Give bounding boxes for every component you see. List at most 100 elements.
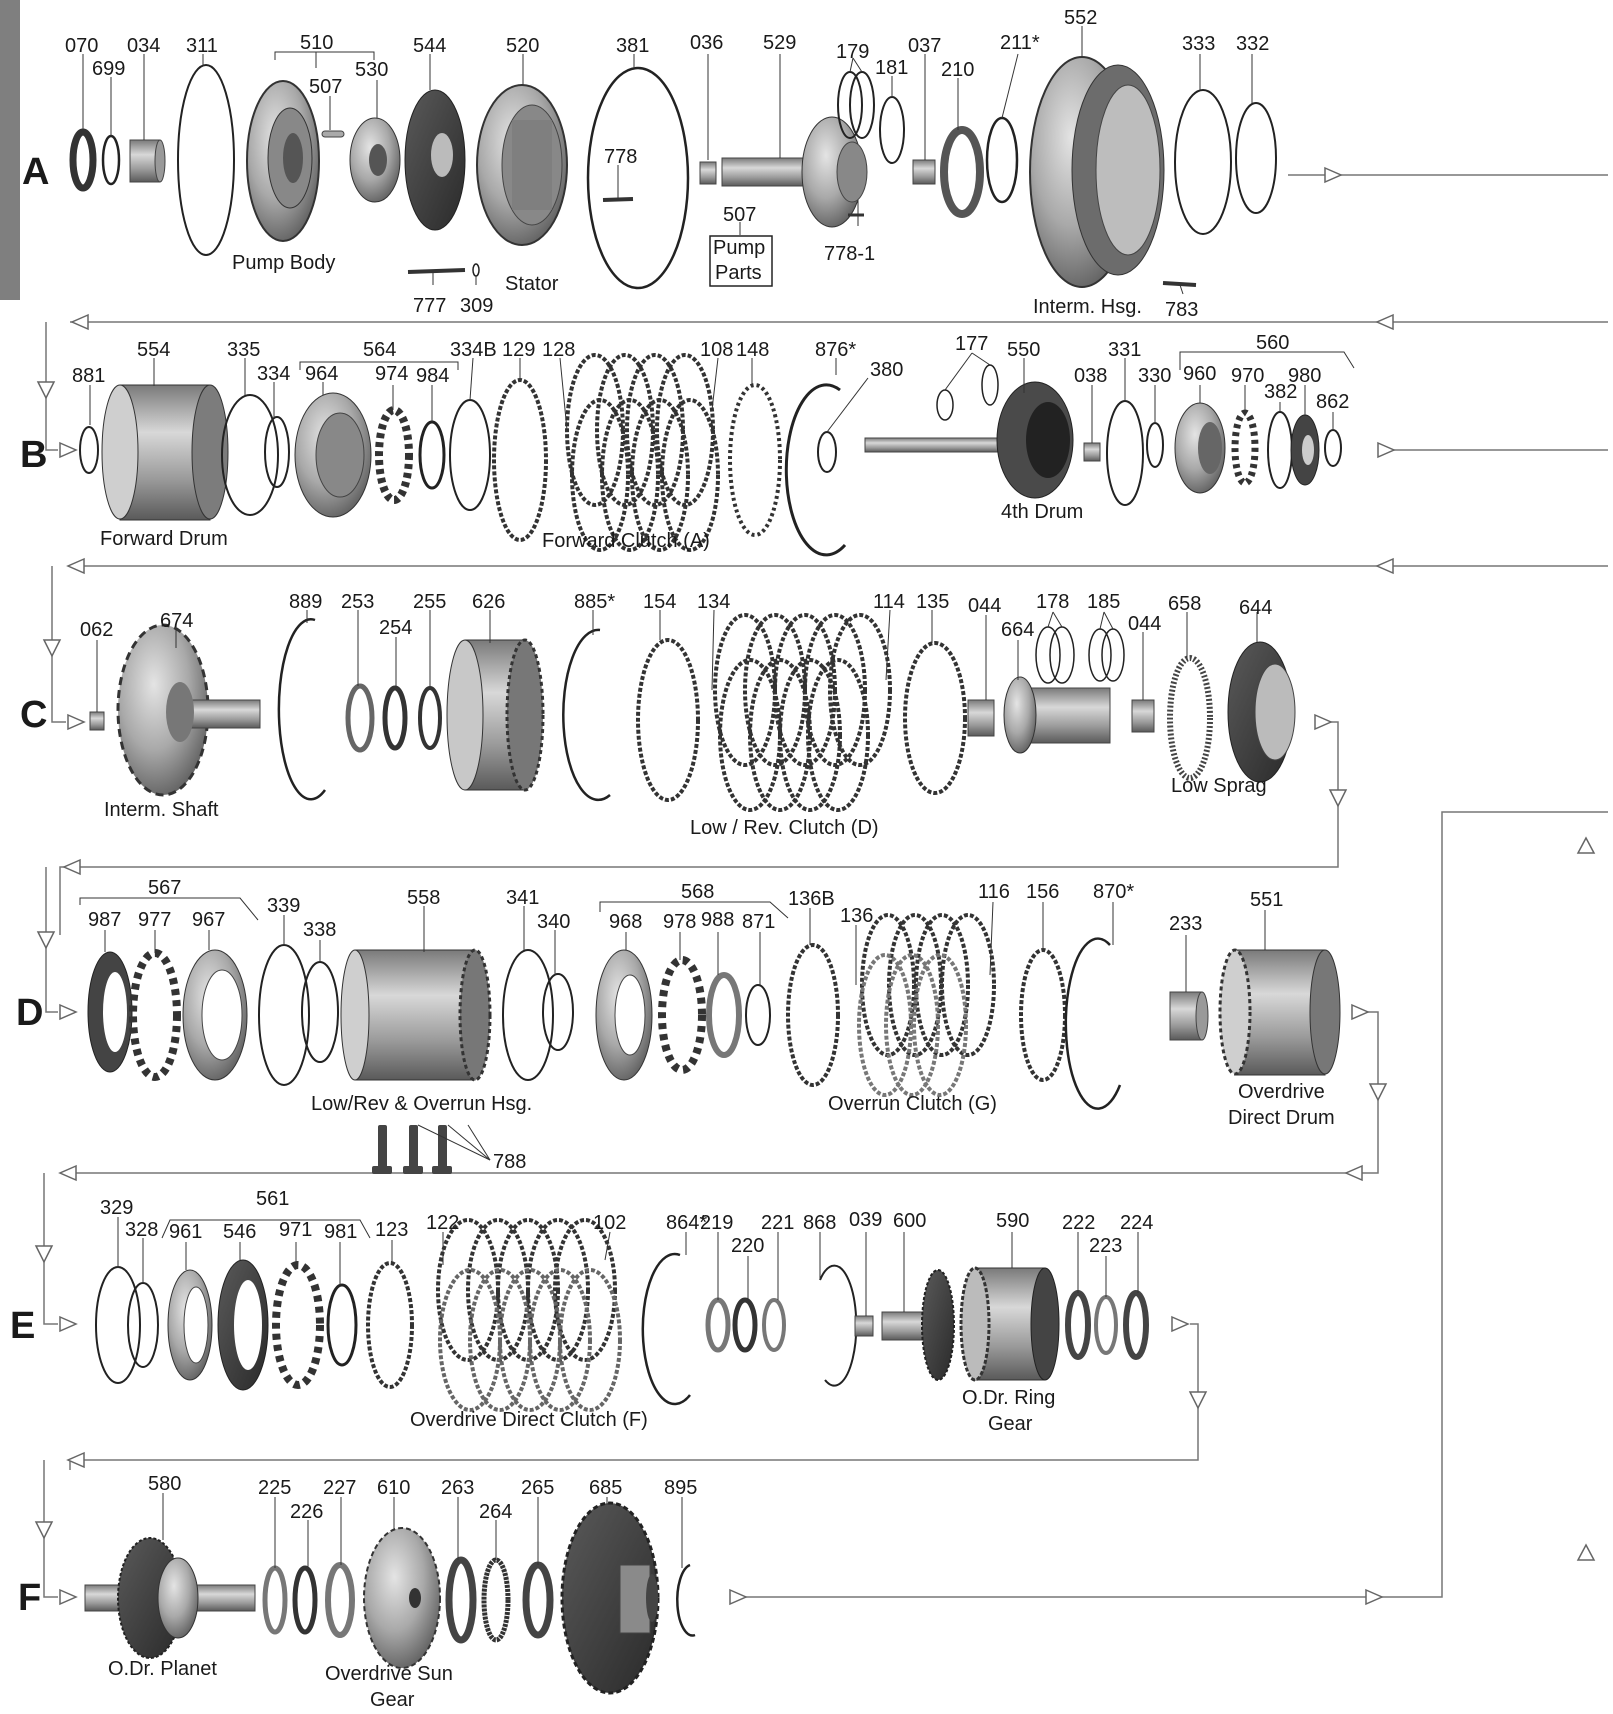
flow-arrow	[34, 1521, 54, 1540]
part-038	[1083, 442, 1101, 462]
part-984	[418, 420, 446, 490]
part-label: 108	[700, 339, 733, 361]
flow-arrow	[1576, 836, 1596, 854]
part-label: 876*	[815, 339, 856, 361]
part-971	[272, 1261, 324, 1389]
part-label: 550	[1007, 339, 1040, 361]
row-letter: C	[20, 694, 47, 736]
bolts-788	[372, 1125, 452, 1174]
row-a-labels: 070 699 034 311 510 507 530 544 520 381 …	[65, 7, 1269, 321]
part-label: 567	[148, 877, 181, 899]
row-b-labels: 881 554 335 334 564 964 974 984 334B 129…	[72, 332, 1349, 413]
part-label: 263	[441, 1477, 474, 1499]
part-label: 980	[1288, 365, 1321, 387]
flow-arrow	[1375, 313, 1394, 331]
row-c-labels: 062 674 889 253 254 255 626 885* 154 134…	[80, 591, 1272, 641]
part-label: 777	[413, 295, 446, 317]
flow-arrow	[1351, 1003, 1370, 1021]
part-225	[262, 1565, 288, 1635]
part-label: 977	[138, 909, 171, 931]
flow-line	[59, 721, 1339, 935]
part-label: 560	[1256, 332, 1289, 354]
part-label: 507	[723, 204, 756, 226]
part-label: 129	[502, 339, 535, 361]
part-227	[325, 1562, 355, 1638]
caption: Gear	[988, 1413, 1033, 1435]
row-e-captions: Overdrive Direct Clutch (F) O.Dr. Ring G…	[410, 1387, 1055, 1435]
part-265	[522, 1561, 554, 1639]
part-699	[101, 134, 121, 186]
forward-drum	[101, 384, 229, 521]
part-label: 380	[870, 359, 903, 381]
row-a-captions: Pump Body Stator Interm. Hsg.	[232, 252, 1142, 318]
part-label: 626	[472, 591, 505, 613]
part-label: 116	[978, 881, 1010, 903]
part-label: 658	[1168, 593, 1201, 615]
flow-arrow	[1188, 1391, 1208, 1410]
part-label: 135	[916, 591, 949, 613]
part-label: 644	[1239, 597, 1272, 619]
part-332	[1235, 102, 1277, 214]
part-label: 558	[407, 887, 440, 909]
part-219	[705, 1297, 731, 1353]
part-label: 136B	[788, 888, 835, 910]
part-177	[936, 389, 954, 421]
part-889	[277, 618, 327, 801]
flow-arrow	[1365, 1588, 1384, 1606]
row-f: F	[18, 1451, 1384, 1711]
part-868	[819, 1264, 858, 1387]
return-path	[1377, 811, 1608, 1598]
flow-line	[51, 566, 66, 723]
caption: Overdrive Sun	[325, 1663, 453, 1685]
part-777	[407, 268, 466, 274]
low-rev-clutch-pack	[713, 613, 892, 812]
low-rev-overrun-hsg	[340, 948, 492, 1082]
part-177-b	[981, 364, 999, 406]
row-e-leaders	[117, 1217, 1139, 1316]
part-label: 964	[305, 363, 338, 385]
pump-parts-label-1: Pump	[713, 237, 765, 259]
part-label: 988	[701, 909, 734, 931]
part-label: 062	[80, 619, 113, 641]
part-253	[345, 683, 375, 753]
part-981	[326, 1283, 358, 1367]
part-600	[881, 1269, 955, 1381]
row-f-leaders	[162, 1493, 683, 1568]
row-e-labels: 329 328 561 961 546 971 981 123 122 102 …	[100, 1188, 1153, 1257]
caption: Gear	[370, 1689, 415, 1709]
flow-arrow	[34, 1245, 54, 1264]
part-233	[1169, 991, 1209, 1041]
flow-arrow	[59, 1315, 78, 1333]
part-label: 034	[127, 35, 160, 57]
caption: O.Dr. Ring	[962, 1387, 1055, 1409]
part-label: 211*	[1000, 32, 1040, 54]
part-label: 044	[1128, 613, 1161, 635]
flow-line	[45, 867, 58, 1013]
part-210	[940, 126, 984, 218]
part-968	[595, 949, 653, 1081]
part-label: 038	[1074, 365, 1107, 387]
part-977	[129, 949, 181, 1081]
part-961	[167, 1269, 213, 1381]
caption: Forward Clutch (A)	[542, 530, 710, 552]
stator	[476, 84, 568, 246]
part-382	[1267, 411, 1293, 489]
part-881	[79, 426, 99, 474]
caption: 4th Drum	[1001, 501, 1083, 523]
flow-arrow	[1375, 557, 1394, 575]
flow-line	[43, 1173, 58, 1325]
caption: Low/Rev & Overrun Hsg.	[311, 1093, 532, 1115]
flow-arrow	[59, 441, 78, 459]
part-264	[481, 1557, 511, 1643]
flow-arrow	[42, 639, 62, 658]
part-label: 554	[137, 339, 170, 361]
part-871	[745, 984, 771, 1046]
part-label: 330	[1138, 365, 1171, 387]
part-label: 885*	[574, 591, 615, 613]
part-label: 264	[479, 1501, 512, 1523]
part-223	[1094, 1295, 1118, 1355]
row-letter: F	[18, 1577, 41, 1619]
row-f-labels: 580 225 226 227 610 263 264 265 685 895	[148, 1473, 697, 1523]
part-label: 778-1	[824, 243, 875, 265]
part-label: 664	[1001, 619, 1034, 641]
